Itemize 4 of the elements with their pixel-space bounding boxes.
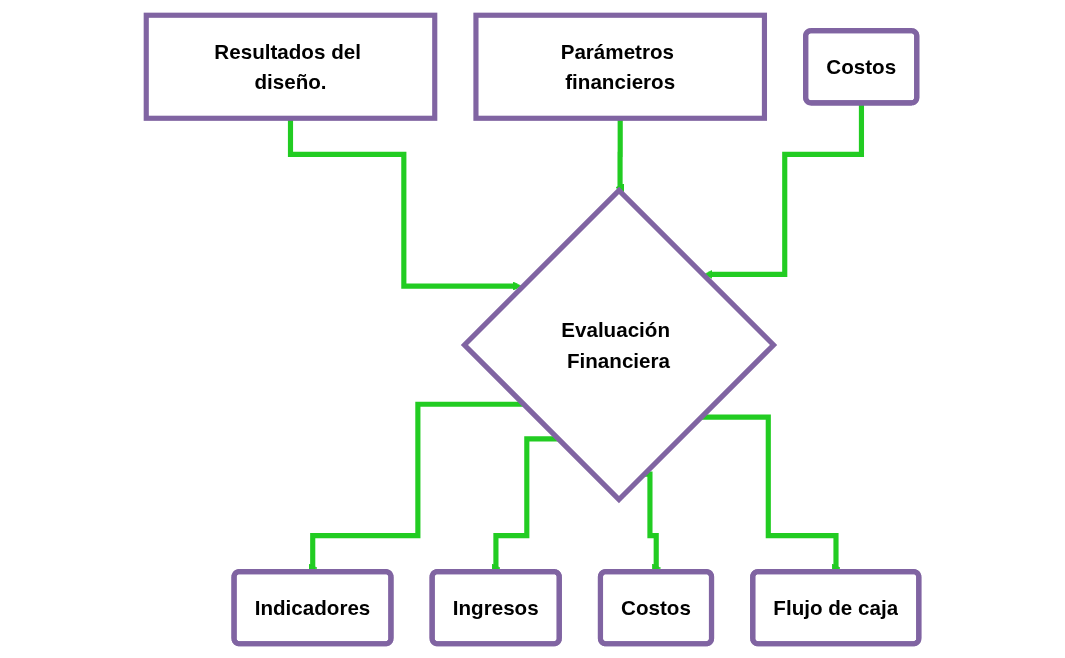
flowchart-drawing: Resultados del diseño. Parámetros financieros Costos Evaluación Financiera Indicadores Ingresos Costos Flujo de caja: [138, 6, 927, 652]
node-diamond: [460, 186, 778, 503]
node-box: [143, 12, 438, 121]
node-box: [473, 12, 767, 121]
